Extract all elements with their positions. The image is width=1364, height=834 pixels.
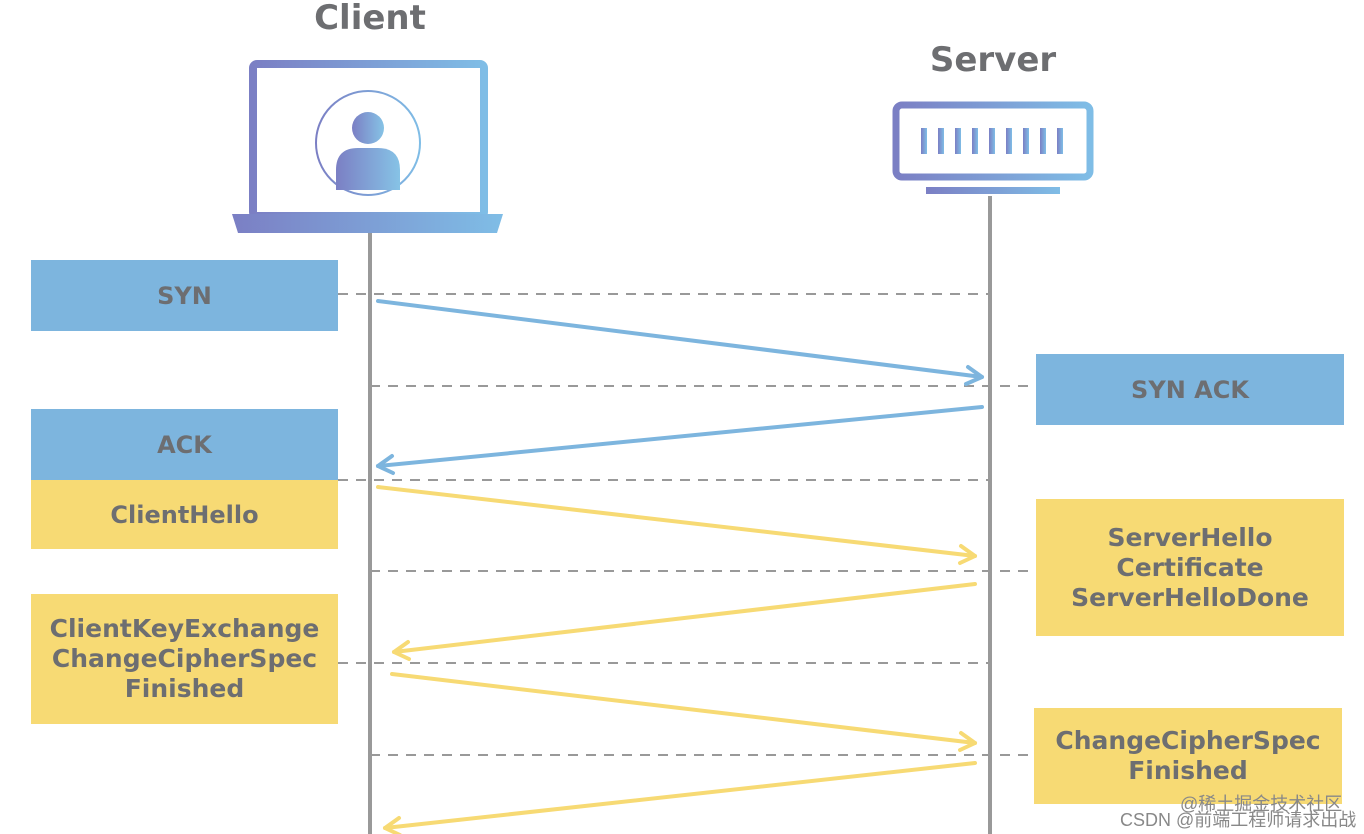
client-finished-label: Finished	[124, 674, 245, 703]
laptop-icon	[232, 60, 503, 233]
server-icon	[892, 101, 1094, 194]
server-hello-arrow	[392, 582, 977, 661]
server-hello-box: ServerHello Certificate ServerHelloDone	[1036, 499, 1344, 636]
server-finished-arrow	[383, 761, 977, 834]
syn-label: SYN	[157, 281, 212, 310]
syn-ack-label: SYN ACK	[1131, 375, 1249, 404]
watermark-line2: CSDN @前端工程师请求出战	[1120, 810, 1357, 830]
watermark-line1: @稀土掘金技术社区	[1180, 794, 1343, 814]
syn-ack-arrow	[376, 405, 984, 475]
client-title: Client	[314, 0, 426, 38]
syn-arrow	[376, 299, 984, 386]
client-key-exchange-label: ClientKeyExchange	[49, 614, 320, 643]
server-title: Server	[929, 40, 1057, 80]
ack-label: ACK	[157, 430, 212, 459]
server-hello-label: ServerHello	[1107, 522, 1273, 552]
server-hello-done-label: ServerHelloDone	[1071, 582, 1309, 612]
client-key-exchange-box: ClientKeyExchange ChangeCipherSpec Finis…	[31, 594, 338, 724]
client-hello-arrow	[376, 485, 977, 565]
ack-box: ACK	[31, 409, 338, 480]
syn-ack-box: SYN ACK	[1036, 354, 1344, 425]
dashed-guides	[338, 293, 1036, 756]
syn-box: SYN	[31, 260, 338, 331]
client-key-exchange-arrow	[390, 672, 977, 752]
server-change-cipher-spec-label: ChangeCipherSpec	[1055, 726, 1321, 755]
server-change-cipher-box: ChangeCipherSpec Finished	[1034, 708, 1342, 804]
certificate-label: Certificate	[1116, 552, 1264, 582]
client-change-cipher-spec-label: ChangeCipherSpec	[51, 644, 318, 673]
client-hello-label: ClientHello	[110, 500, 259, 529]
server-finished-label: Finished	[1128, 756, 1248, 785]
client-hello-box: ClientHello	[31, 480, 338, 549]
